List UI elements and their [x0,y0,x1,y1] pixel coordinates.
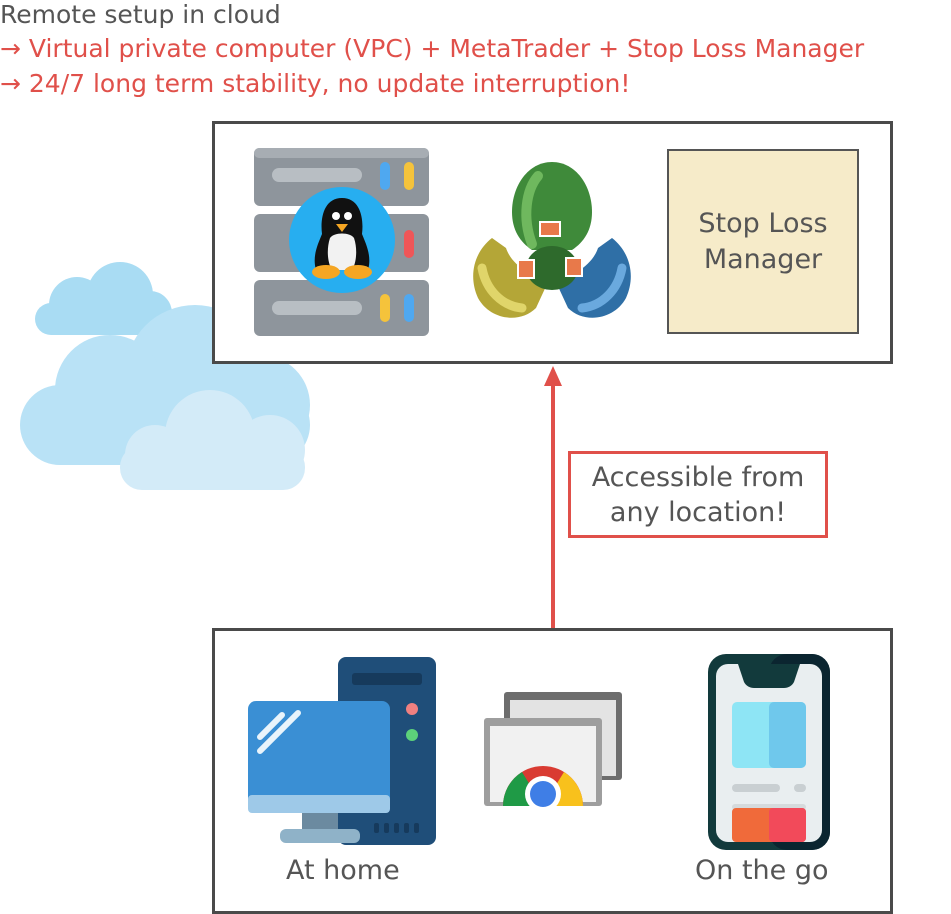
home-caption: At home [286,855,400,886]
bullet-vpc: → Virtual private computer (VPC) + MetaT… [0,34,865,63]
bullet-stability: → 24/7 long term stability, no update in… [0,69,631,98]
diagram-title: Remote setup in cloud [0,0,281,29]
stop-loss-manager-box: Stop Loss Manager [667,149,859,334]
smartphone-icon [708,654,830,850]
access-label: Accessible from any location! [591,461,805,528]
metatrader-icon [473,162,631,318]
stop-loss-manager-label: Stop Loss Manager [698,207,828,275]
remote-desktop-chrome-icon [484,692,622,810]
on-the-go-caption: On the go [695,855,829,886]
desktop-computer-icon [248,657,436,845]
arrow-up-icon [544,366,562,630]
access-callout: Accessible from any location! [568,451,828,538]
linux-server-icon [254,148,429,336]
